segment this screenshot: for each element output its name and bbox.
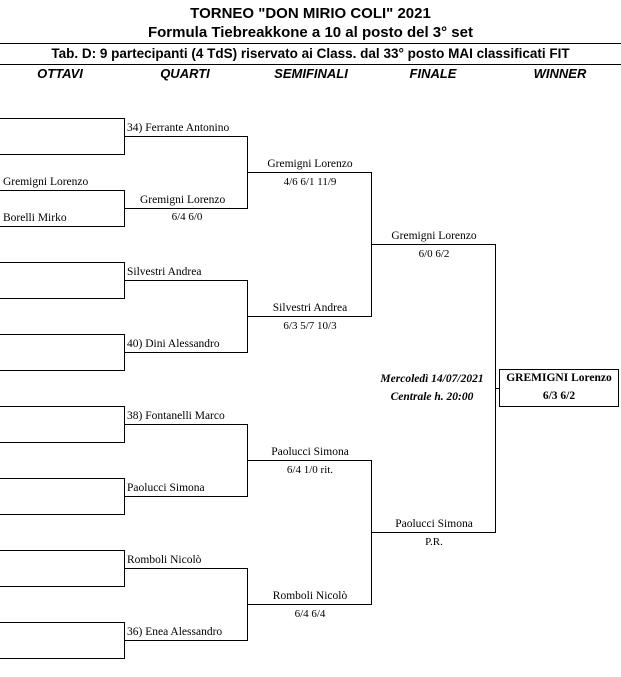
ottavi-slot-line	[0, 262, 125, 263]
winner-box: GREMIGNI Lorenzo 6/3 6/2	[499, 369, 619, 407]
quarti-player: Paolucci Simona	[127, 482, 205, 494]
round-heading-ottavi: OTTAVI	[37, 66, 83, 81]
ottavi-slot-line	[0, 514, 125, 515]
quarti-player: Gremigni Lorenzo	[140, 194, 226, 206]
ottavi-slot-line	[0, 658, 125, 659]
quarti-slot-line	[124, 136, 248, 137]
round-heading-quarti: QUARTI	[160, 66, 210, 81]
quarti-slot-line	[124, 208, 248, 209]
ottavi-slot-line	[0, 226, 125, 227]
ottavi-slot-line	[0, 550, 125, 551]
ottavi-slot-line	[0, 406, 125, 407]
ottavi-slot-line	[0, 586, 125, 587]
table-description: Tab. D: 9 partecipanti (4 TdS) riservato…	[51, 46, 570, 61]
header-rule-top	[0, 43, 621, 44]
quarti-player: Silvestri Andrea	[127, 266, 202, 278]
round-heading-semifinali: SEMIFINALI	[274, 66, 348, 81]
ottavi-slot-line	[0, 370, 125, 371]
semifinali-slot-line	[247, 316, 372, 317]
semifinali-slot-line	[247, 460, 372, 461]
quarti-player: 38) Fontanelli Marco	[127, 410, 225, 422]
final-match-date: Mercoledì 14/07/2021	[380, 373, 484, 385]
semifinali-slot-line	[247, 604, 372, 605]
semifinali-slot-line	[247, 172, 372, 173]
semifinali-score: 4/6 6/1 11/9	[283, 176, 337, 188]
ottavi-slot-line	[0, 190, 125, 191]
finale-player: Paolucci Simona	[395, 518, 473, 530]
tournament-subtitle: Formula Tiebreakkone a 10 al posto del 3…	[147, 24, 473, 41]
finale-player: Gremigni Lorenzo	[391, 230, 477, 242]
final-match-venue: Centrale h. 20:00	[390, 391, 474, 403]
semifinali-score: 6/3 5/7 10/3	[283, 320, 337, 332]
quarti-slot-line	[124, 424, 248, 425]
finale-slot-line	[371, 532, 496, 533]
round-heading-winner: WINNER	[533, 66, 587, 81]
winner-connector	[495, 388, 500, 389]
quarti-score: 6/4 6/0	[171, 211, 203, 223]
round-heading-finale: FINALE	[409, 66, 457, 81]
quarti-player: 34) Ferrante Antonino	[127, 122, 230, 134]
semifinali-player: Gremigni Lorenzo	[267, 158, 353, 170]
semifinali-player: Paolucci Simona	[271, 446, 349, 458]
quarti-player: 36) Enea Alessandro	[127, 626, 223, 638]
semifinali-score: 6/4 1/0 rit.	[286, 464, 334, 476]
ottavi-slot-line	[0, 442, 125, 443]
finale-score: P.R.	[425, 536, 443, 548]
header-rule-bottom	[0, 64, 621, 65]
winner-name: GREMIGNI Lorenzo	[506, 372, 612, 384]
semifinali-player: Silvestri Andrea	[272, 302, 348, 314]
ottavi-slot-line	[0, 334, 125, 335]
quarti-slot-line	[124, 640, 248, 641]
ottavi-slot-line	[0, 622, 125, 623]
ottavi-slot-line	[0, 154, 125, 155]
ottavi-player: Borelli Mirko	[3, 212, 67, 224]
ottavi-player: Gremigni Lorenzo	[3, 176, 89, 188]
quarti-slot-line	[124, 496, 248, 497]
ottavi-slot-line	[0, 118, 125, 119]
quarti-player: 40) Dini Alessandro	[127, 338, 220, 350]
finale-slot-line	[371, 244, 496, 245]
ottavi-slot-line	[0, 298, 125, 299]
ottavi-slot-line	[0, 478, 125, 479]
semifinali-score: 6/4 6/4	[294, 608, 326, 620]
tournament-title: TORNEO "DON MIRIO COLI" 2021	[190, 5, 431, 22]
finale-score: 6/0 6/2	[418, 248, 450, 260]
quarti-slot-line	[124, 568, 248, 569]
quarti-slot-line	[124, 352, 248, 353]
semifinali-player: Romboli Nicolò	[272, 590, 348, 602]
quarti-player: Romboli Nicolò	[127, 554, 202, 566]
quarti-slot-line	[124, 280, 248, 281]
winner-score: 6/3 6/2	[542, 390, 576, 402]
